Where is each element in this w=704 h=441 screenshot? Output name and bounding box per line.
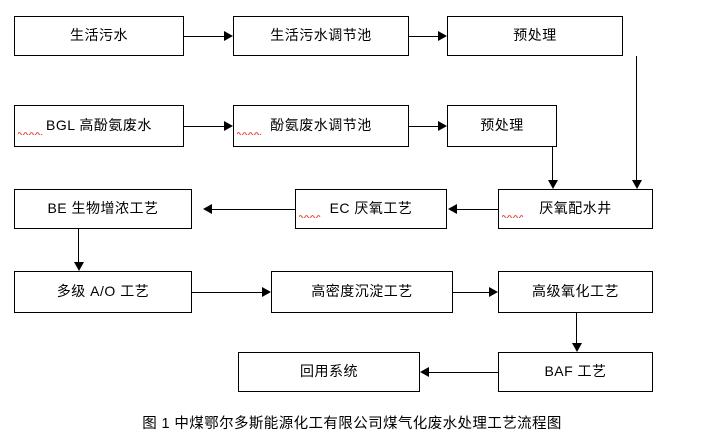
node-anaerobic-distribution-well: 厌氧配水井: [498, 189, 653, 229]
arrowhead-regulating-tank-to-pretreatment-2: [438, 121, 447, 131]
node-label: 生活污水: [70, 27, 128, 44]
node-label: 酚氨废水调节池: [270, 117, 372, 134]
node-label: 预处理: [480, 117, 524, 134]
edge-ec-to-be: [212, 209, 296, 210]
node-label: 厌氧配水井: [539, 200, 612, 217]
node-label: 回用系统: [300, 363, 358, 380]
node-bgl-high-phenol-ammonia-wastewater: BGL 高酚氨废水: [14, 105, 184, 147]
edge-bgl-to-regulating-tank: [184, 126, 224, 127]
node-ec-anaerobic-process: EC 厌氧工艺: [295, 189, 447, 229]
arrowhead-oxidation-to-baf: [572, 343, 582, 352]
arrowhead-bgl-to-regulating-tank: [224, 121, 233, 131]
arrowhead-distribution-well-to-ec: [448, 204, 457, 214]
edge-regulating-tank-to-pretreatment-2: [409, 126, 438, 127]
edge-pretreatment1-down: [636, 56, 637, 180]
node-baf-process: BAF 工艺: [498, 352, 653, 392]
edge-oxidation-to-baf: [576, 313, 577, 343]
node-domestic-sewage: 生活污水: [14, 16, 184, 56]
arrowhead-sewage-to-regulating-tank: [224, 31, 233, 41]
node-label: BAF 工艺: [544, 363, 607, 380]
arrowhead-ec-to-be: [203, 204, 212, 214]
edge-sewage-to-regulating-tank: [184, 36, 224, 37]
edge-distribution-well-to-ec: [457, 209, 499, 210]
node-label: BE 生物增浓工艺: [47, 200, 159, 217]
arrowhead-pretreatment2-to-distribution-well: [548, 180, 558, 189]
arrowhead-baf-to-reuse: [420, 367, 429, 377]
node-label: 高密度沉淀工艺: [311, 283, 413, 300]
arrowhead-sedimentation-to-oxidation: [489, 287, 498, 297]
edge-baf-to-reuse: [429, 372, 499, 373]
figure-caption: 图 1 中煤鄂尔多斯能源化工有限公司煤气化废水处理工艺流程图: [142, 416, 562, 432]
node-label: 多级 A/O 工艺: [56, 283, 150, 300]
arrowhead-ao-to-sedimentation: [262, 287, 271, 297]
node-pretreatment-1: 预处理: [447, 16, 623, 56]
node-be-biological-enrichment: BE 生物增浓工艺: [14, 189, 192, 229]
edge-pretreatment2-down: [552, 147, 553, 180]
node-advanced-oxidation-process: 高级氧化工艺: [498, 271, 653, 313]
node-label: 生活污水调节池: [270, 27, 372, 44]
node-reuse-system: 回用系统: [238, 352, 420, 392]
node-multistage-ao-process: 多级 A/O 工艺: [14, 271, 192, 313]
node-label: 高级氧化工艺: [532, 283, 619, 300]
node-label: EC 厌氧工艺: [329, 200, 413, 217]
arrowhead-regulating-tank-to-pretreatment: [438, 31, 447, 41]
node-label: BGL 高酚氨废水: [46, 117, 152, 134]
arrowhead-be-to-ao: [74, 262, 84, 271]
node-high-density-sedimentation: 高密度沉淀工艺: [271, 271, 453, 313]
edge-be-to-ao: [78, 229, 79, 262]
edge-sedimentation-to-oxidation: [453, 292, 489, 293]
node-domestic-sewage-regulating-tank: 生活污水调节池: [233, 16, 409, 56]
node-label: 预处理: [513, 27, 557, 44]
edge-ao-to-sedimentation: [192, 292, 262, 293]
edge-regulating-tank-to-pretreatment: [409, 36, 438, 37]
arrowhead-pretreatment1-to-distribution-well: [632, 180, 642, 189]
node-pretreatment-2: 预处理: [447, 105, 557, 147]
node-phenol-ammonia-regulating-tank: 酚氨废水调节池: [233, 105, 409, 147]
